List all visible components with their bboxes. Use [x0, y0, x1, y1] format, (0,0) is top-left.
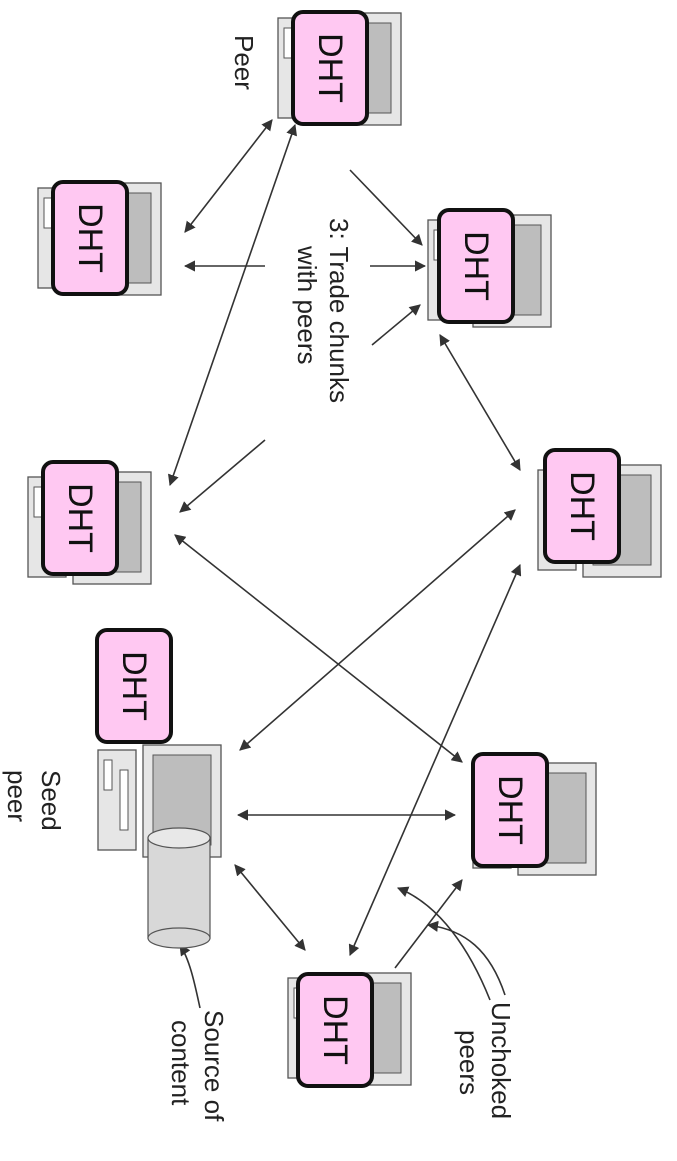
- dht-badge: DHT: [51, 180, 129, 296]
- dht-label: DHT: [491, 775, 529, 845]
- peer-label: Peer: [229, 35, 259, 90]
- diagram-labels: Peer 3: Trade chunks with peers Seed pee…: [2, 35, 516, 1122]
- unchoked-arrow-2: [426, 920, 506, 996]
- link-top-upperleft: [184, 119, 273, 233]
- dht-badge: DHT: [543, 448, 621, 564]
- source-of-content-label-line2: content: [166, 1020, 196, 1106]
- link-top-upperright: [349, 169, 423, 246]
- peer-lower-right: DHT: [471, 752, 597, 876]
- source-arrow: [179, 944, 201, 1009]
- source-of-content-label-line1: Source of: [199, 1010, 229, 1122]
- peer-bottom: DHT: [287, 972, 412, 1088]
- dht-badge: DHT: [41, 460, 119, 576]
- peer-middle-right: DHT: [537, 448, 662, 578]
- dht-label: DHT: [563, 471, 601, 541]
- seed-peer-label-line1: Seed: [36, 770, 66, 831]
- peer-upper-left: DHT: [37, 180, 162, 296]
- link-seed-bottom: [234, 864, 306, 951]
- link-bottom-lowerright: [394, 879, 463, 969]
- trade-chunks-label-line1: 3: Trade chunks: [324, 218, 354, 403]
- peer-connections: [168, 119, 522, 1009]
- link-middleright-seed: [239, 509, 516, 751]
- link-upperright-middleright: [439, 334, 521, 471]
- dht-label: DHT: [61, 483, 99, 553]
- link-top-middleleft: [168, 123, 297, 487]
- dht-badge: DHT: [95, 628, 173, 744]
- dht-label: DHT: [311, 33, 349, 103]
- peer-middle-left: DHT: [27, 460, 152, 585]
- dht-badge: DHT: [471, 752, 549, 868]
- peer-upper-right: DHT: [427, 208, 552, 328]
- trade-chunks-label-line2: with peers: [292, 245, 322, 365]
- unchoked-peers-label-line2: peers: [454, 1030, 484, 1095]
- link-middleleft-lowerright: [174, 534, 463, 763]
- dht-badge: DHT: [291, 10, 369, 126]
- seed-peer: DHT: [95, 628, 222, 858]
- link-trade-to-upperright-diag: [371, 304, 421, 346]
- peer-nodes: DHT DHT DHT DHT DHT DHT DHT DHT: [27, 10, 662, 1088]
- dht-label: DHT: [457, 231, 495, 301]
- dht-label: DHT: [71, 203, 109, 273]
- dht-label: DHT: [316, 995, 354, 1065]
- link-trade-to-middleleft: [179, 439, 266, 513]
- link-middleright-bottom: [348, 563, 522, 957]
- peer-top: DHT: [277, 10, 402, 126]
- seed-peer-label-line2: peer: [2, 770, 32, 822]
- unchoked-peers-label-line1: Unchoked: [486, 1002, 516, 1119]
- dht-badge: DHT: [437, 208, 515, 324]
- dht-label: DHT: [115, 651, 153, 721]
- dht-badge: DHT: [296, 972, 374, 1088]
- content-source-cylinder: [147, 827, 211, 949]
